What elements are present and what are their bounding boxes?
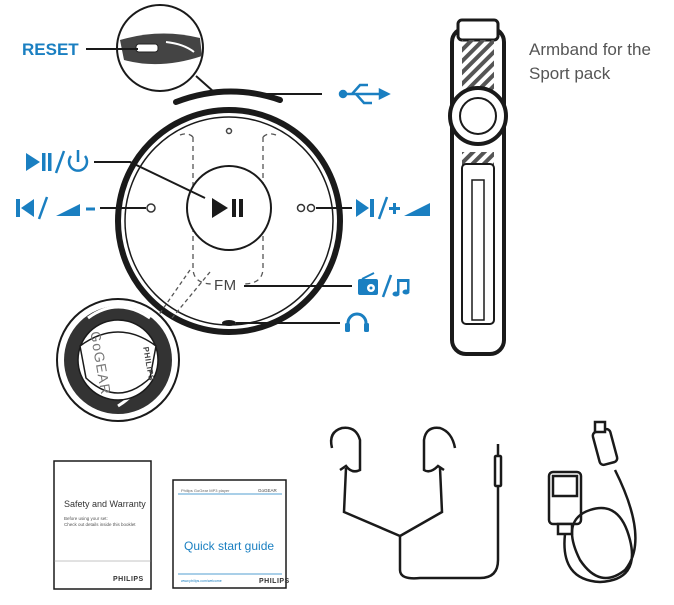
quick-start-url: www.philips.com/welcome xyxy=(181,579,222,583)
usb-cable xyxy=(547,420,637,584)
armband-caption: Armband for the Sport pack xyxy=(529,38,669,86)
safety-booklet-line1: Before using your set: xyxy=(64,516,108,521)
earphones xyxy=(329,426,503,580)
quick-start-top-right: GoGEAR xyxy=(258,488,277,493)
volume-up-icon xyxy=(389,203,430,216)
music-note-icon xyxy=(392,279,410,297)
armband-caption-line2: Sport pack xyxy=(529,64,611,83)
device-front xyxy=(115,88,343,335)
safety-booklet-title: Safety and Warranty xyxy=(64,499,146,509)
play-pause-button xyxy=(186,165,272,251)
armband-caption-line1: Armband for the xyxy=(529,40,651,59)
slash xyxy=(54,150,66,174)
reset-label: RESET xyxy=(22,40,79,59)
headphones-icon xyxy=(345,312,369,332)
safety-booklet-brand: PHILIPS xyxy=(113,576,144,583)
reset-detail-bubble xyxy=(116,4,215,93)
play-pause-icon xyxy=(26,153,52,171)
slash xyxy=(377,196,389,220)
volume-down-icon xyxy=(56,204,80,216)
fm-label: FM xyxy=(214,277,237,294)
power-icon xyxy=(67,150,89,172)
armband xyxy=(448,18,508,356)
radio-icon xyxy=(358,272,378,295)
device-back xyxy=(56,269,211,422)
quick-start-top-left: Philips GoGear MP3 player xyxy=(181,488,230,493)
previous-icon xyxy=(16,199,34,217)
safety-booklet xyxy=(53,460,152,590)
slash xyxy=(37,196,49,220)
play-pause-leader-line xyxy=(94,161,206,199)
usb-icon xyxy=(338,83,391,105)
quick-start-brand: PHILIPS xyxy=(259,578,290,585)
quick-start-booklet xyxy=(172,479,287,589)
quick-start-title: Quick start guide xyxy=(184,539,275,553)
slash xyxy=(381,274,393,298)
safety-booklet-line2: Check out details inside this booklet xyxy=(64,522,136,527)
next-icon xyxy=(356,199,374,217)
